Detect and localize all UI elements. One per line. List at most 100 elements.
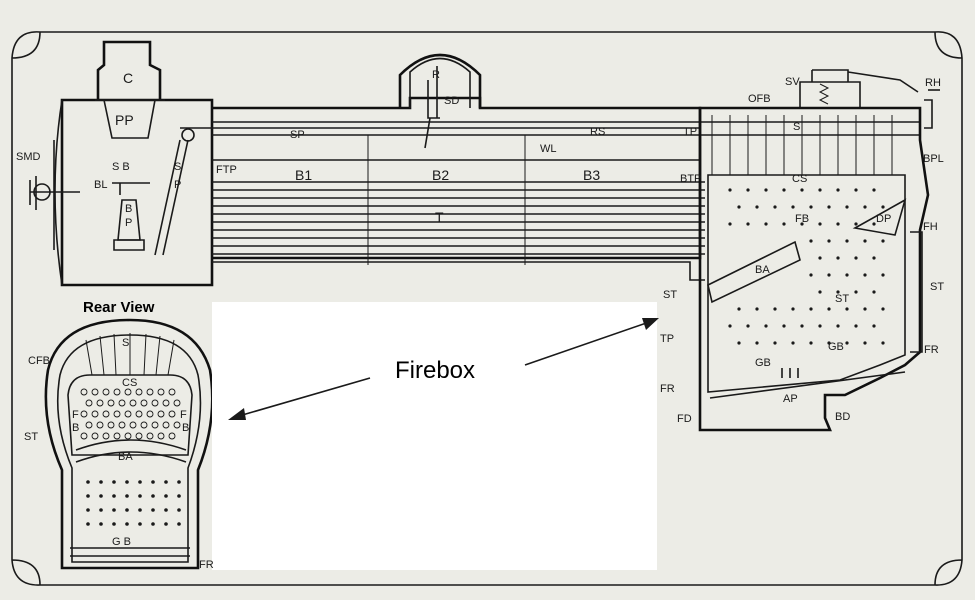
label-fd: FD <box>677 413 692 425</box>
tube-hole <box>91 410 99 418</box>
tube-hole <box>124 432 132 440</box>
label-chimney: C <box>123 70 133 86</box>
stay-dots <box>80 188 885 526</box>
stay-dot <box>818 324 822 328</box>
stay-dot <box>791 307 795 311</box>
stay-dot <box>99 508 103 512</box>
label-rv-st: ST <box>24 431 38 443</box>
tube-hole <box>157 410 165 418</box>
tube-hole <box>173 399 181 407</box>
label-bpl: BPL <box>923 153 944 165</box>
stay-dot <box>791 341 795 345</box>
label-fb-cs: CS <box>792 173 807 185</box>
stay-dot <box>782 324 786 328</box>
stay-dot <box>86 480 90 484</box>
tube-hole <box>113 432 121 440</box>
label-rv-cs: CS <box>122 377 137 389</box>
tube-hole <box>107 399 115 407</box>
decorative-frame <box>11 31 963 586</box>
stay-dot <box>818 256 822 260</box>
label-fr-right: FR <box>924 344 939 356</box>
stay-dot <box>881 307 885 311</box>
tube-hole <box>151 421 159 429</box>
fire-tubes <box>212 181 705 255</box>
stay-dot <box>854 324 858 328</box>
stay-dot <box>138 508 142 512</box>
stay-dot <box>737 341 741 345</box>
label-rv-fr: FR <box>199 559 214 571</box>
stay-dot <box>854 256 858 260</box>
stay-dot <box>151 508 155 512</box>
tube-hole <box>124 410 132 418</box>
label-st-outer: ST <box>663 289 677 301</box>
firebox-side-view <box>698 106 930 432</box>
label-bd: BD <box>835 411 850 423</box>
stay-dot <box>854 222 858 226</box>
tube-hole <box>162 421 170 429</box>
stay-dot <box>836 324 840 328</box>
stay-dot <box>881 205 885 209</box>
label-regulator: R <box>432 69 440 81</box>
stay-dot <box>809 239 813 243</box>
stay-dot <box>138 522 142 526</box>
stay-dot <box>809 307 813 311</box>
firebox-arrows <box>228 318 659 420</box>
stay-dot <box>728 222 732 226</box>
stay-dot <box>845 307 849 311</box>
tube-hole <box>162 399 170 407</box>
stay-dot <box>746 324 750 328</box>
stay-dot <box>125 494 129 498</box>
label-b3: B3 <box>583 167 600 183</box>
stay-dot <box>728 324 732 328</box>
stay-dot <box>872 188 876 192</box>
label-sp-p: P <box>174 179 181 191</box>
rear-view-title: Rear View <box>83 299 155 316</box>
label-b1: B1 <box>295 167 312 183</box>
tube-hole <box>151 399 159 407</box>
stay-dot <box>99 494 103 498</box>
label-rs: RS <box>590 126 605 138</box>
stay-dot <box>782 222 786 226</box>
tube-hole <box>118 399 126 407</box>
stay-dot <box>112 508 116 512</box>
label-fr-left: FR <box>660 383 675 395</box>
tube-hole <box>102 410 110 418</box>
label-gb2: GB <box>828 341 844 353</box>
stay-dot <box>164 522 168 526</box>
stay-dot <box>112 494 116 498</box>
stay-dot <box>863 239 867 243</box>
stay-dot <box>764 222 768 226</box>
stay-dot <box>845 205 849 209</box>
label-rv-gb: G B <box>112 536 131 548</box>
stay-dot <box>863 307 867 311</box>
label-sp-s: S <box>174 161 181 173</box>
label-petticoat-pipe: PP <box>115 112 134 128</box>
stay-dot <box>836 256 840 260</box>
stay-dot <box>151 480 155 484</box>
tube-hole <box>135 432 143 440</box>
tube-hole <box>113 388 121 396</box>
stay-dot <box>863 273 867 277</box>
stay-dot <box>773 341 777 345</box>
stay-dot <box>764 324 768 328</box>
stay-dot <box>827 205 831 209</box>
stay-dot <box>164 508 168 512</box>
stay-dot <box>125 508 129 512</box>
stay-dot <box>827 341 831 345</box>
stay-dot <box>872 290 876 294</box>
stay-dot <box>827 239 831 243</box>
stay-dot <box>809 273 813 277</box>
label-st-right: ST <box>930 281 944 293</box>
stay-dot <box>138 494 142 498</box>
tube-hole <box>157 432 165 440</box>
stay-dot <box>881 341 885 345</box>
stay-dot <box>737 307 741 311</box>
stay-dot <box>99 480 103 484</box>
label-rv-cfb: CFB <box>28 355 50 367</box>
stay-dot <box>845 341 849 345</box>
tube-hole <box>102 388 110 396</box>
stay-dot <box>800 222 804 226</box>
label-ofb: OFB <box>748 93 771 105</box>
stay-dot <box>809 205 813 209</box>
